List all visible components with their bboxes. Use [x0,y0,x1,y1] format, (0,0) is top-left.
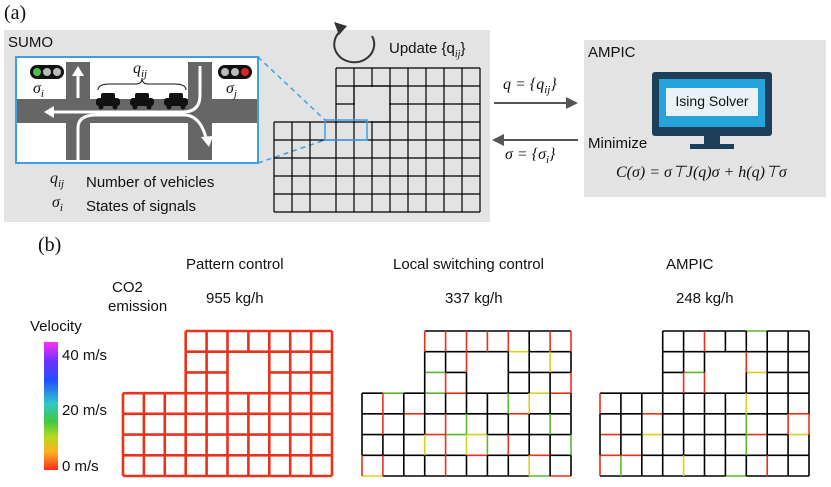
car-icon [96,93,120,110]
arrowhead-left [44,106,54,118]
colorbar-tick-20: 20 m/s [62,402,108,419]
velocity-map-2 [599,330,810,477]
zoom-line-top [257,56,326,121]
arrowhead-to-sumo [492,134,504,146]
panel-b-label: (b) [38,234,62,256]
flow-arrow-right [76,113,208,160]
car-icon [164,93,188,110]
emission-ampic: 248 kg/h [676,290,734,307]
ampic-title: AMPIC [588,44,636,61]
emission-local: 337 kg/h [445,290,503,307]
velocity-map-0 [121,329,334,478]
emission-pattern: 955 kg/h [206,290,264,307]
zoom-selection-box [324,119,368,141]
arrow-top-label: q = {qij} [503,76,557,97]
update-arrowhead [334,22,347,35]
arrowhead-up-left [72,66,84,76]
arrowhead-to-ampic [566,97,578,109]
colorbar-tick-40: 40 m/s [62,347,108,364]
ising-solver-label: Ising Solver [675,93,749,109]
velocity-colorbar [44,342,58,470]
col-title-pattern: Pattern control [186,256,284,273]
co2-label-line1: CO2 [112,279,143,296]
brace [97,77,187,91]
velocity-map-1 [361,330,572,477]
velocity-label: Velocity [30,318,82,335]
zoom-line-bottom [257,139,326,164]
co2-label-line2: emission [108,298,168,315]
grid-hole [355,87,389,121]
legend-sigma-text: States of signals [86,198,197,215]
minimize-label: Minimize [588,135,648,152]
q-ij-label: qij [133,60,148,81]
sumo-title: SUMO [8,34,53,51]
update-label: Update {qij} [389,40,466,60]
legend-sigma-symbol: σi [52,194,63,215]
cost-formula: C(σ) = σ⊤J(q)σ + h(q)⊤σ [616,164,787,181]
grid-hole-edge [353,85,391,123]
panel-a-label: (a) [4,2,27,24]
arrowhead-down-right [201,136,213,147]
col-title-ampic: AMPIC [666,256,714,273]
network-grid [273,67,481,213]
legend-q-symbol: qij [50,170,65,191]
arrow-bottom-label: σ = {σi} [505,146,556,167]
legend-q-text: Number of vehicles [86,174,215,191]
flow-arrow-left [52,66,202,114]
sigma-j-label: σj [226,80,237,101]
col-title-local: Local switching control [393,256,544,273]
update-cycle-arrow [333,29,376,64]
monitor-icon [652,72,772,149]
traffic-light-red-icon [218,65,252,79]
car-icon [130,93,154,110]
colorbar-tick-0: 0 m/s [62,458,99,475]
sigma-i-label: σi [33,80,44,101]
traffic-light-green-icon [30,65,64,79]
